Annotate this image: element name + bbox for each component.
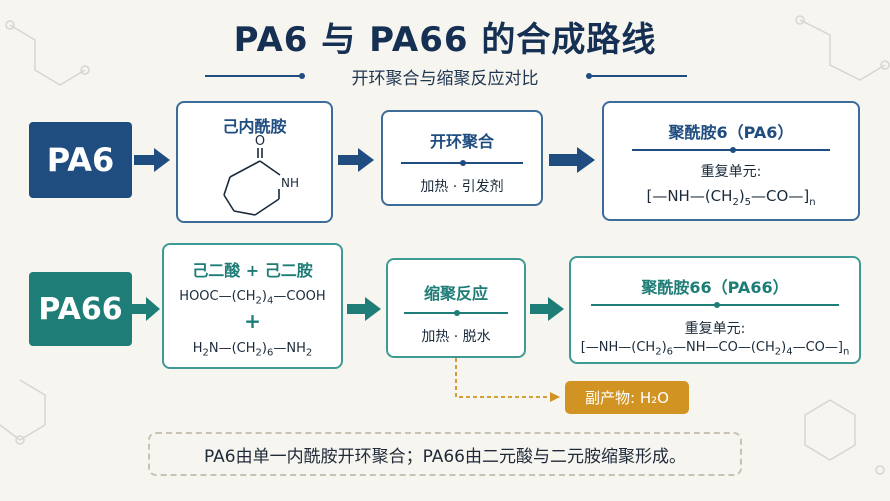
divider-dot	[460, 160, 466, 166]
atom-nh-label: NH	[281, 176, 299, 190]
byproduct-badge: 副产物: H₂O	[565, 381, 689, 414]
arrow-icon	[338, 148, 374, 172]
pa6-reaction-box: 开环聚合 加热 · 引发剂	[381, 110, 543, 206]
pa6-monomer-box: 己内酰胺 O NH	[176, 101, 333, 223]
atom-o-label: O	[255, 134, 265, 149]
pa66-label: PA66	[29, 272, 132, 346]
pa66-monomer-title: 己二酸 + 己二胺	[192, 261, 313, 280]
arrow-icon	[347, 297, 381, 321]
summary-note: PA6由单一内酰胺开环聚合；PA66由二元酸与二元胺缩聚形成。	[148, 432, 742, 476]
pa66-repeat-label: 重复单元:	[684, 321, 746, 337]
pa66-reaction-box: 缩聚反应 加热 · 脱水	[386, 258, 526, 358]
divider-dot	[454, 310, 460, 316]
plus-sign: +	[244, 309, 261, 333]
adipic-acid-formula: HOOC—(CH2)4—COOH	[179, 289, 326, 307]
subtitle-rule-right-dot	[586, 73, 592, 79]
arrow-icon	[549, 147, 595, 173]
page-title: PA6 与 PA66 的合成路线	[233, 20, 657, 60]
arrow-icon	[134, 148, 170, 172]
hexamethylenediamine-formula: H2N—(CH2)6—NH2	[192, 341, 313, 359]
pa6-repeat-label: 重复单元:	[700, 164, 762, 180]
pa66-product-box: 聚酰胺66（PA66） 重复单元: [—NH—(CH2)6—NH—CO—(CH2…	[569, 256, 861, 364]
arrow-icon	[132, 297, 160, 321]
pa6-monomer-title: 己内酰胺	[222, 117, 287, 136]
pa6-reaction-conditions: 加热 · 引发剂	[420, 179, 504, 195]
pa6-reaction-title: 开环聚合	[429, 132, 494, 151]
byproduct-connector	[455, 358, 560, 402]
pa6-product-title: 聚酰胺6（PA6）	[668, 123, 794, 142]
pa6-label: PA6	[29, 122, 132, 198]
subtitle-rule-left	[205, 75, 303, 77]
divider-dot	[730, 147, 736, 153]
pa66-monomer-box: 己二酸 + 己二胺 HOOC—(CH2)4—COOH + H2N—(CH2)6—…	[162, 243, 343, 369]
page-subtitle: 开环聚合与缩聚反应对比	[351, 69, 539, 89]
pa6-repeat-unit-formula: [—NH—(CH2)5—CO—]n	[646, 187, 816, 208]
arrow-icon	[530, 297, 564, 321]
subtitle-rule-right	[589, 75, 687, 77]
caprolactam-structure-icon: O NH	[223, 134, 299, 216]
pa66-reaction-conditions: 加热 · 脱水	[421, 329, 491, 345]
divider-dot	[714, 302, 720, 308]
pa6-product-box: 聚酰胺6（PA6） 重复单元: [—NH—(CH2)5—CO—]n	[602, 101, 860, 221]
pa66-product-title: 聚酰胺66（PA66）	[641, 278, 789, 297]
subtitle-rule-left-dot	[299, 73, 305, 79]
pa66-reaction-title: 缩聚反应	[423, 284, 488, 303]
pa66-repeat-unit-formula: [—NH—(CH2)6—NH—CO—(CH2)4—CO—]n	[580, 340, 850, 358]
